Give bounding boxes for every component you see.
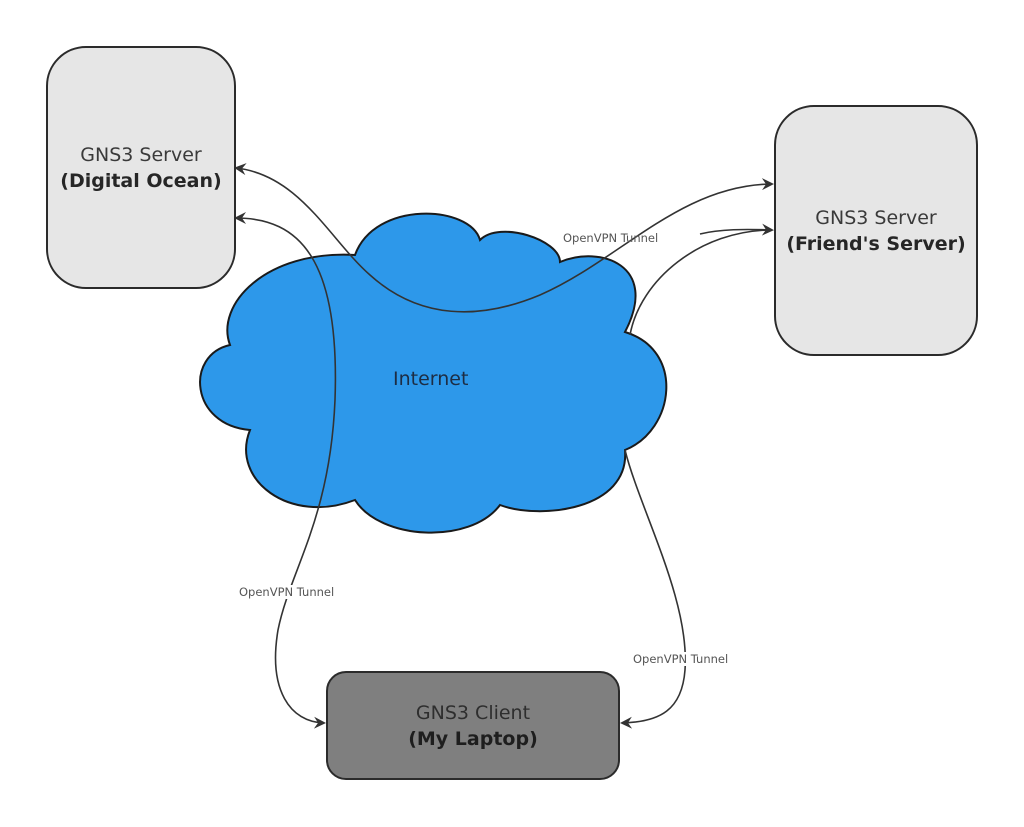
gns3-server-friend[interactable]: GNS3 Server (Friend's Server) bbox=[774, 105, 978, 356]
node-title: GNS3 Client bbox=[415, 701, 531, 724]
edge-label-do-client: OpenVPN Tunnel bbox=[237, 585, 337, 599]
node-subtitle: (My Laptop) bbox=[408, 727, 538, 750]
edge-friend-client-start bbox=[699, 223, 774, 236]
gns3-server-digital-ocean[interactable]: GNS3 Server (Digital Ocean) bbox=[46, 46, 236, 289]
node-subtitle: (Digital Ocean) bbox=[60, 169, 222, 192]
internet-label: Internet bbox=[393, 368, 469, 390]
edge-do-client[interactable] bbox=[234, 212, 337, 729]
edge-friend-client[interactable] bbox=[622, 229, 773, 723]
gns3-client-laptop[interactable]: GNS3 Client (My Laptop) bbox=[326, 671, 620, 780]
node-subtitle: (Friend's Server) bbox=[786, 232, 966, 255]
node-title: GNS3 Server bbox=[80, 143, 202, 166]
node-title: GNS3 Server bbox=[815, 206, 937, 229]
edge-label-friend-client: OpenVPN Tunnel bbox=[631, 652, 731, 666]
edge-label-do-friend: OpenVPN Tunnel bbox=[563, 231, 659, 245]
